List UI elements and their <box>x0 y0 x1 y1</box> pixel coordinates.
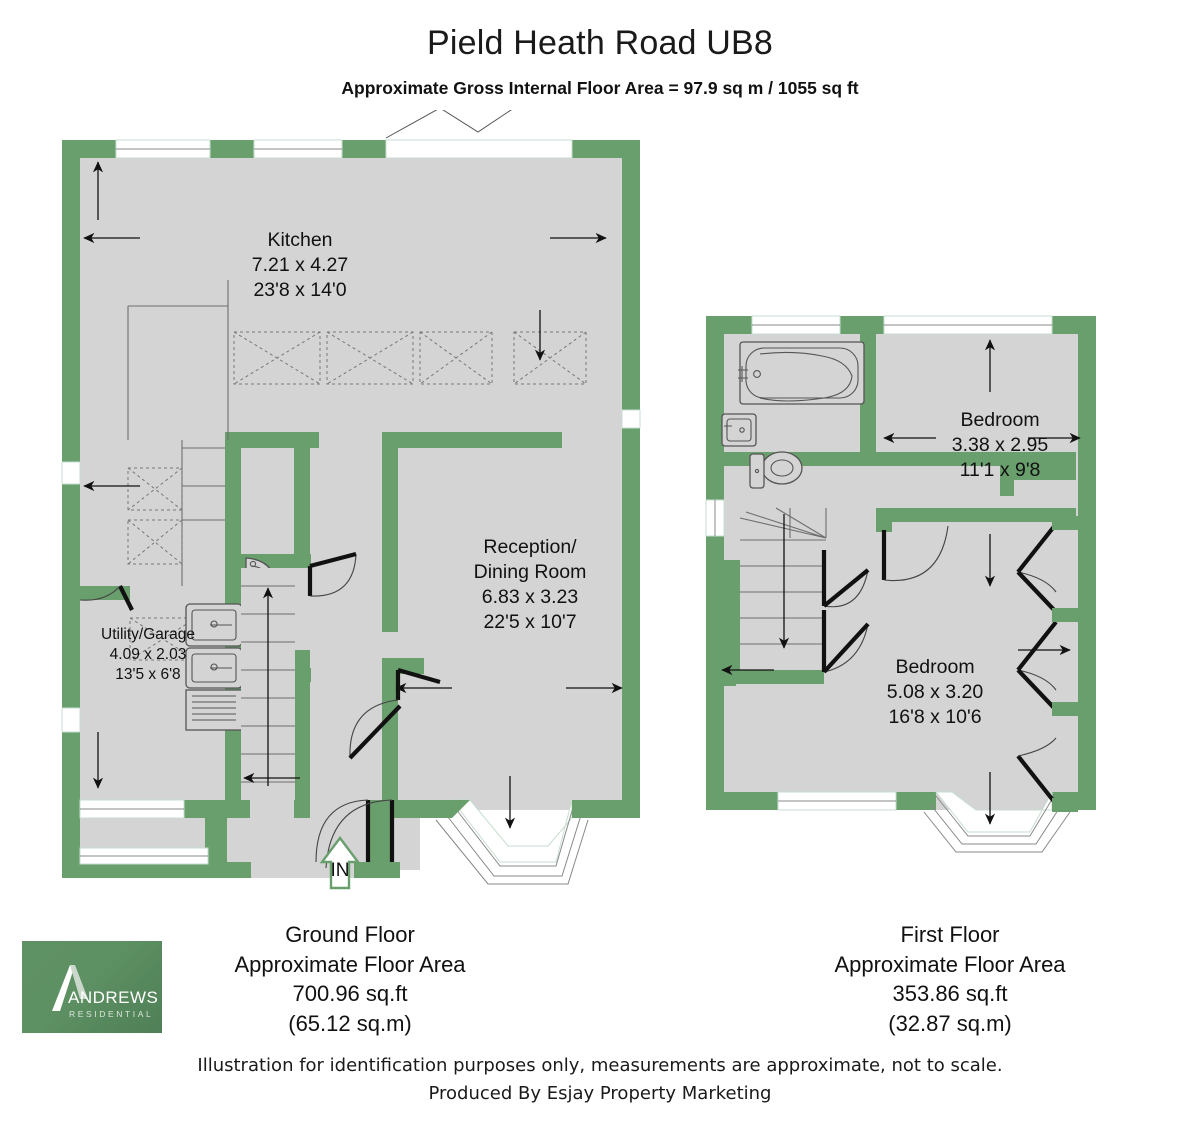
wardrobe-partitions <box>1052 516 1078 812</box>
ground-floor-plan <box>61 110 641 890</box>
stairs-down-icon <box>739 507 827 670</box>
ground-floor-bay-window <box>390 799 640 885</box>
first-floor-area-sqft: 353.86 sq.ft <box>892 981 1008 1006</box>
first-dimension-arrows <box>721 339 1081 825</box>
first-floor-walls <box>706 316 1096 810</box>
footer-line-1: Illustration for identification purposes… <box>197 1055 1003 1076</box>
reception-right-windows <box>621 409 641 429</box>
floorplan-drawing: .wall { fill: #699e6d; } .floor { fill: … <box>61 110 1096 890</box>
gross-area-subtitle: Approximate Gross Internal Floor Area = … <box>341 78 859 98</box>
first-floor-plan <box>705 315 1096 853</box>
logo-brand-text: ANDREWS <box>68 988 158 1007</box>
ground-floor-area-caption: Approximate Floor Area <box>234 951 466 977</box>
entrance-arrow-icon <box>319 836 361 890</box>
first-floor-bay-window <box>923 791 1071 853</box>
stairs-up-icon <box>241 568 295 800</box>
first-floor-windows <box>705 315 1053 811</box>
first-floor-doors[interactable] <box>821 525 949 674</box>
garage-front-window <box>79 799 209 865</box>
ground-floor-name: Ground Floor <box>285 922 415 947</box>
first-floor-name: First Floor <box>900 922 1000 947</box>
logo-sub-text: RESIDENTIAL <box>69 1009 153 1019</box>
first-floor-fill <box>706 316 1096 810</box>
toilet-icon <box>749 451 803 489</box>
kitchen-partitions <box>127 280 229 586</box>
ground-floor-summary: Ground Floor Approximate Floor Area 700.… <box>170 920 530 1038</box>
ground-floor-area-sqft: 700.96 sq.ft <box>292 981 408 1006</box>
logo-mark: ANDREWS RESIDENTIAL <box>52 965 158 1019</box>
ground-floor-area-sqm: (65.12 sq.m) <box>288 1010 412 1036</box>
andrews-residential-logo: ANDREWS RESIDENTIAL <box>22 941 162 1033</box>
ground-floor-fill <box>62 140 640 878</box>
entrance-label: IN <box>330 860 350 881</box>
skylight-icon <box>127 331 587 661</box>
footer-disclaimer: Illustration for identification purposes… <box>0 1052 1200 1108</box>
ground-floor-doors[interactable] <box>79 551 441 869</box>
bathtub-icon <box>738 341 865 405</box>
footer-line-2: Produced By Esjay Property Marketing <box>428 1083 772 1104</box>
ground-floor-left-windows <box>61 461 81 733</box>
first-floor-area-caption: Approximate Floor Area <box>834 951 1066 977</box>
wash-basin-icon <box>721 413 757 447</box>
ground-floor-rear-windows <box>115 110 573 159</box>
first-floor-summary: First Floor Approximate Floor Area 353.8… <box>770 920 1130 1038</box>
wardrobe-doors[interactable] <box>1016 522 1058 806</box>
first-floor-area-sqm: (32.87 sq.m) <box>888 1010 1012 1036</box>
page-title: Pield Heath Road UB8 <box>426 24 774 62</box>
kitchen-sink-icon <box>185 603 243 731</box>
ground-dimension-arrows <box>83 161 623 829</box>
